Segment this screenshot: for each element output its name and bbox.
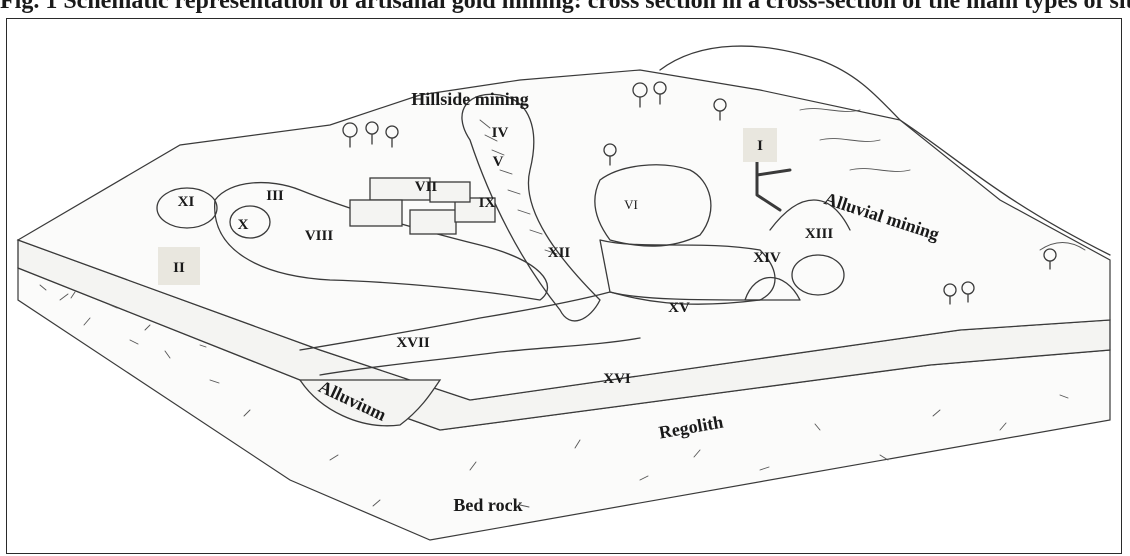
label-ii: II: [173, 260, 185, 276]
label-iv: IV: [492, 125, 509, 141]
label-xvi: XVI: [603, 371, 631, 387]
label-xiii: XIII: [805, 226, 834, 242]
label-v: V: [493, 154, 504, 170]
label-ix: IX: [479, 195, 496, 211]
label-xi: XI: [178, 194, 195, 210]
label-viii: VIII: [305, 228, 334, 244]
label-i: I: [757, 138, 763, 154]
label-vi: VI: [624, 197, 638, 212]
label-x: X: [238, 217, 249, 233]
label-iii: III: [266, 188, 284, 204]
label-bed-rock: Bed rock: [453, 495, 522, 515]
label-xv: XV: [668, 300, 690, 316]
label-hillside-mining: Hillside mining: [411, 89, 529, 109]
label-xvii: XVII: [396, 335, 430, 351]
label-vii: VII: [415, 179, 438, 195]
label-xii: XII: [548, 245, 571, 261]
label-xiv: XIV: [753, 250, 781, 266]
